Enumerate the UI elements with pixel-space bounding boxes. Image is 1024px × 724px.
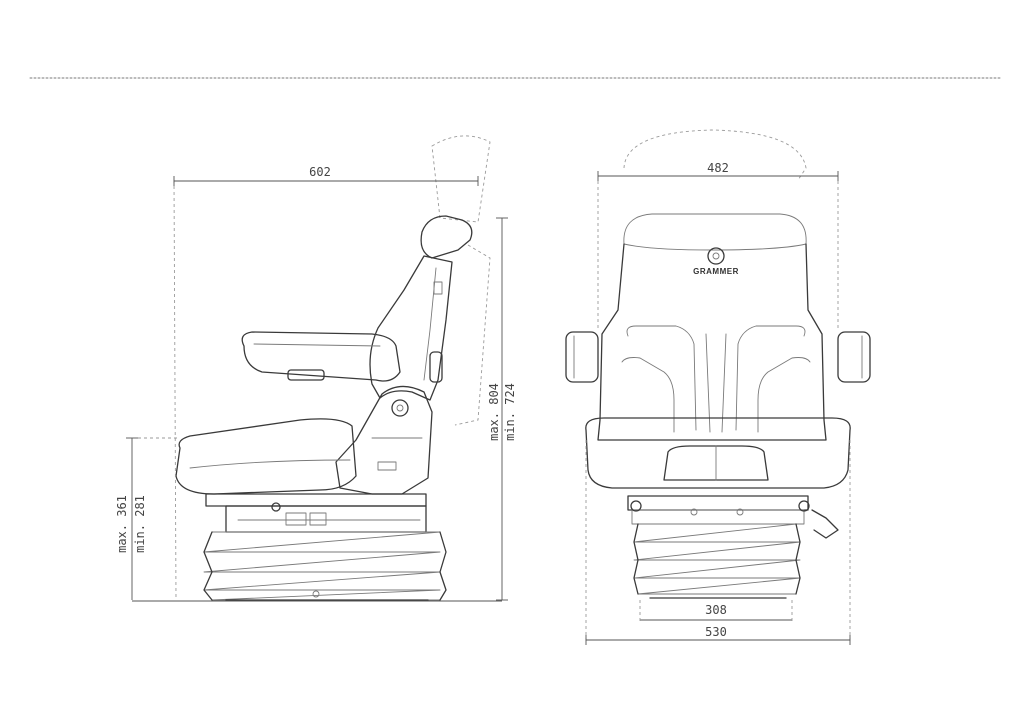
front-backrest-bolster-left xyxy=(626,325,697,431)
front-bellows-left xyxy=(633,523,639,595)
front-rail-knob-right xyxy=(798,500,810,512)
side-logo-inner xyxy=(396,404,404,412)
front-bellows-right xyxy=(795,523,801,595)
side-logo-icon xyxy=(391,399,409,417)
front-backrest xyxy=(597,243,827,441)
front-mechanism-bolt xyxy=(690,508,698,516)
front-headrest xyxy=(623,213,807,251)
side-mechanism-box xyxy=(285,512,307,526)
front-bellows-folds xyxy=(633,523,801,595)
side-armrest-control xyxy=(287,369,325,381)
front-armrest-right xyxy=(837,331,871,383)
side-bellows-right xyxy=(439,531,447,601)
side-bellows-folds xyxy=(203,531,441,601)
side-bellows-left xyxy=(203,531,213,601)
front-lever-icon xyxy=(811,509,839,539)
front-rail-knob-left xyxy=(630,500,642,512)
side-bracket-slot xyxy=(377,461,397,471)
side-slide-rail xyxy=(205,493,427,507)
side-rail-bolt xyxy=(271,502,281,512)
side-armrest xyxy=(241,331,401,382)
side-base-max-label: max. 361 xyxy=(115,495,129,553)
front-base-inner-label: 308 xyxy=(705,603,727,617)
front-mechanism xyxy=(631,509,805,525)
front-armrest-left xyxy=(565,331,599,383)
side-width-label: 602 xyxy=(309,165,331,179)
front-backrest-groove-left xyxy=(621,357,675,433)
side-view: 602 max. 804 min. 724 max. 361 min. 281 xyxy=(115,135,517,602)
side-height-max-label: max. 804 xyxy=(487,383,501,441)
front-base-outer-label: 530 xyxy=(705,625,727,639)
side-backrest xyxy=(369,255,453,401)
front-seat-cushion xyxy=(585,417,851,489)
front-slide-rail xyxy=(627,495,809,511)
front-backrest-bolster-right xyxy=(735,325,806,431)
side-backrest-ghost xyxy=(454,244,491,426)
side-base-bolt xyxy=(312,590,320,598)
side-armrest-seam xyxy=(253,343,381,347)
front-logo-inner xyxy=(712,252,720,260)
front-logo-text: GRAMMER xyxy=(693,267,739,276)
front-logo-icon xyxy=(707,247,725,265)
side-dim-extension xyxy=(173,179,177,601)
front-width-label: 482 xyxy=(707,161,729,175)
front-backrest-groove-center-left xyxy=(705,333,711,433)
front-backrest-groove-right xyxy=(757,357,811,433)
side-headrest-ghost xyxy=(431,135,491,223)
side-backrest-handle xyxy=(433,281,443,295)
side-seat-cushion xyxy=(175,418,357,495)
side-headrest xyxy=(420,215,473,259)
side-recline-lever xyxy=(429,351,443,383)
front-view: 482 GRAMMER xyxy=(565,129,871,645)
side-base-min-label: min. 281 xyxy=(133,495,147,553)
side-seat-seam xyxy=(189,459,351,469)
front-seat-front-panel xyxy=(663,445,769,481)
side-height-min-label: min. 724 xyxy=(503,383,517,441)
front-mechanism-bolt xyxy=(736,508,744,516)
side-bracket xyxy=(335,385,433,495)
front-backrest-groove-center-right xyxy=(721,333,727,433)
side-mechanism-box xyxy=(309,512,327,526)
front-headrest-ghost xyxy=(623,129,807,181)
